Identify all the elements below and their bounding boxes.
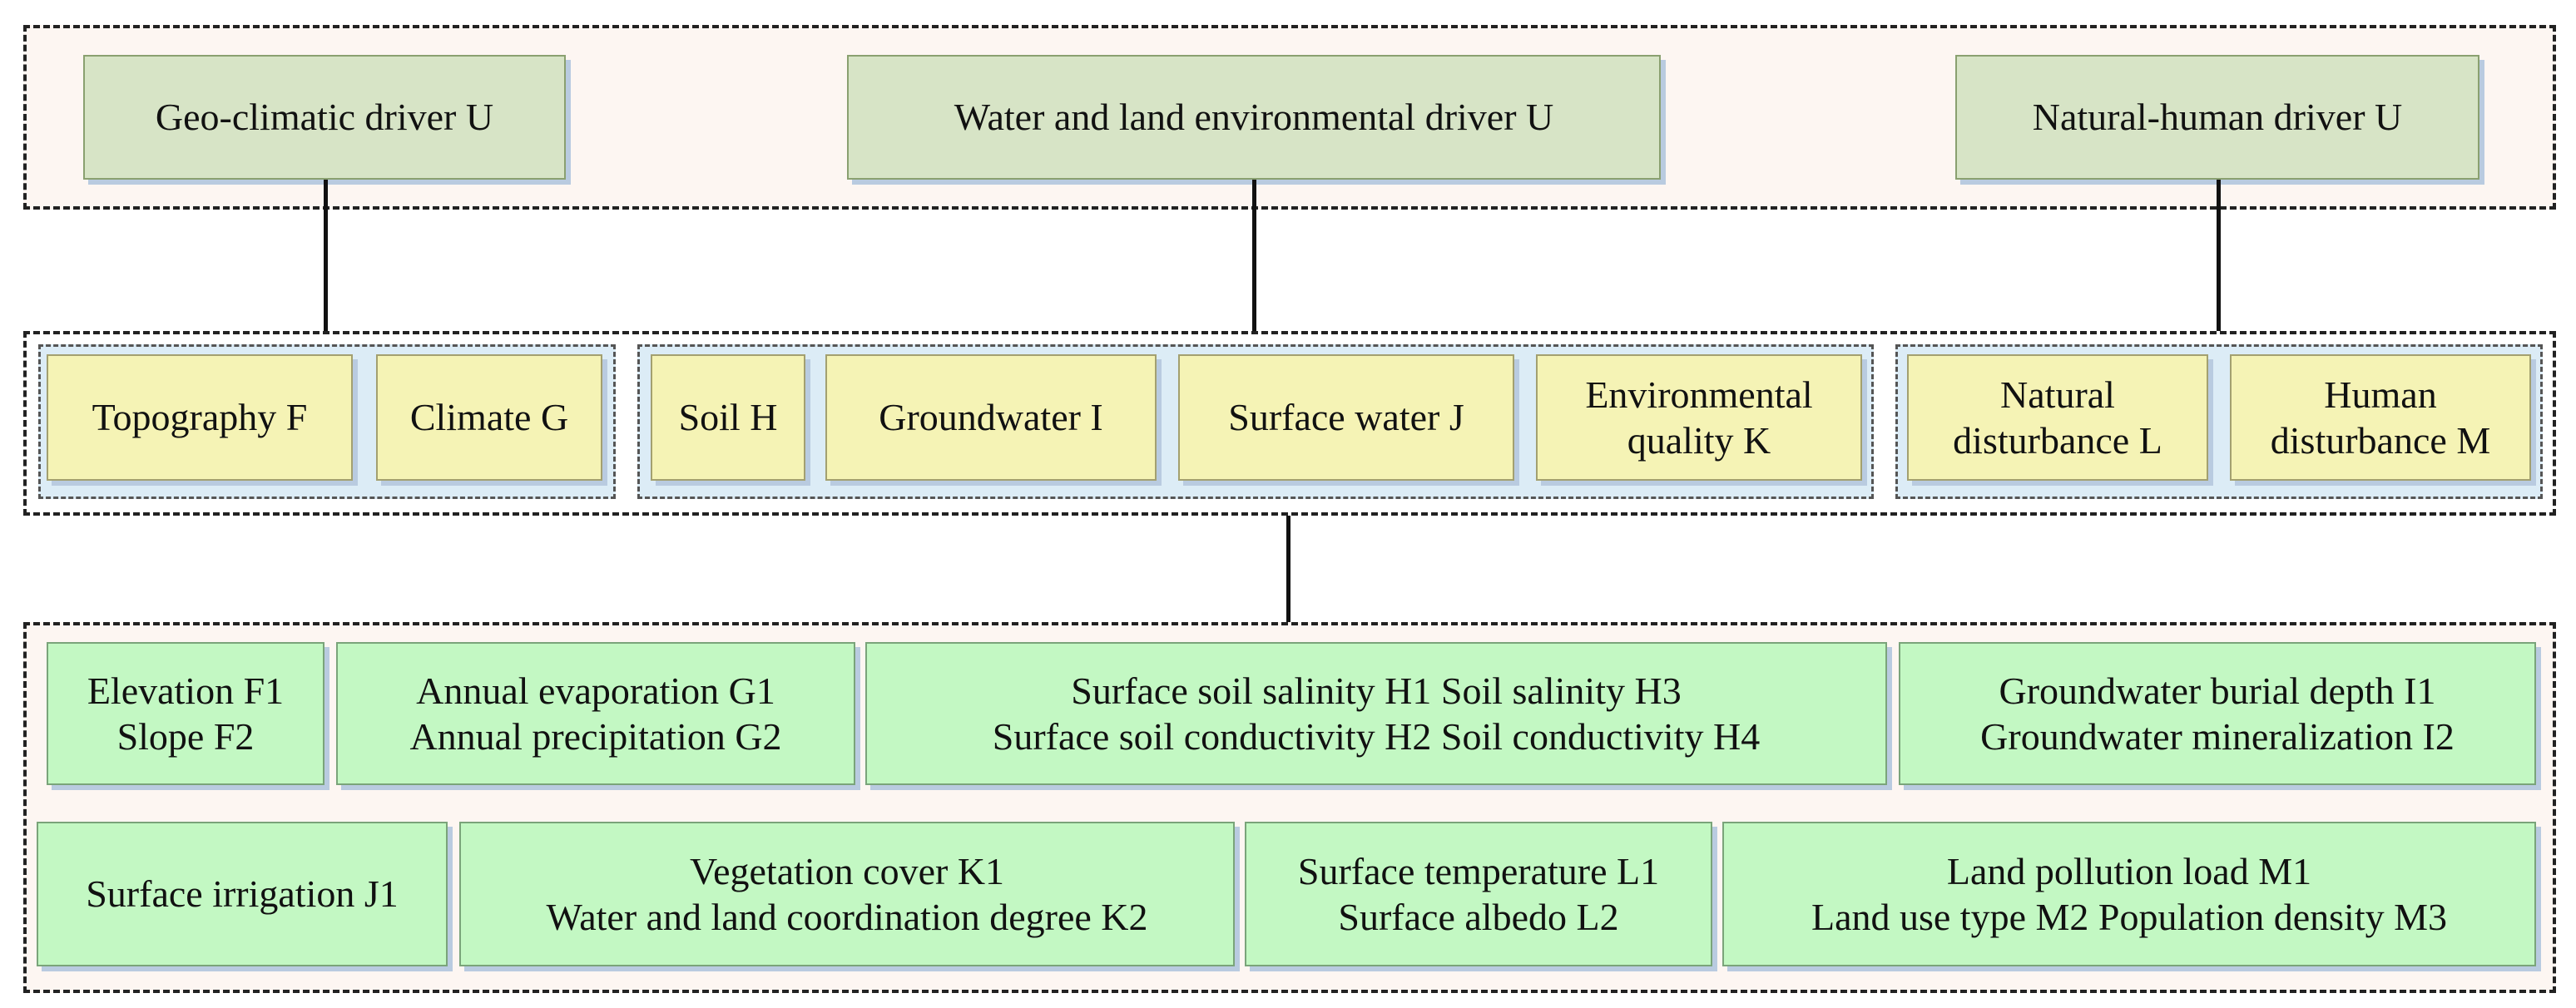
factor-natural-disturbance-line2: disturbance L (1953, 419, 2162, 462)
indicator-climate-line2: Annual precipitation G2 (409, 715, 782, 758)
driver-water-land: Water and land environmental driver U (847, 55, 1661, 180)
driver-geo-climatic-label: Geo-climatic driver U (155, 96, 494, 139)
indicator-natural-disturbance-line2: Surface albedo L2 (1338, 896, 1619, 938)
indicator-natural-disturbance: Surface temperature L1 Surface albedo L2 (1245, 822, 1712, 966)
factor-surface-water-label: Surface water J (1228, 396, 1464, 439)
indicator-climate-line1: Annual evaporation G1 (416, 669, 775, 712)
indicator-topography-line2: Slope F2 (116, 715, 255, 758)
factor-climate-label: Climate G (409, 396, 569, 439)
factor-topography: Topography F (47, 354, 353, 481)
factor-environmental-quality: Environmental quality K (1536, 354, 1862, 481)
indicator-surface-water: Surface irrigation J1 (37, 822, 448, 966)
indicator-environmental-quality-line2: Water and land coordination degree K2 (546, 896, 1148, 938)
indicator-topography: Elevation F1 Slope F2 (47, 642, 324, 785)
driver-natural-human: Natural-human driver U (1955, 55, 2479, 180)
indicator-human-disturbance: Land pollution load M1 Land use type M2 … (1722, 822, 2536, 966)
driver-geo-climatic: Geo-climatic driver U (83, 55, 566, 180)
factor-human-disturbance-line1: Human (2324, 373, 2437, 416)
indicator-groundwater-line2: Groundwater mineralization I2 (1980, 715, 2455, 758)
driver-natural-human-label: Natural-human driver U (2032, 96, 2403, 139)
factor-environmental-quality-line2: quality K (1627, 419, 1771, 462)
indicator-groundwater: Groundwater burial depth I1 Groundwater … (1899, 642, 2536, 785)
driver-water-land-label: Water and land environmental driver U (954, 96, 1554, 139)
factor-natural-disturbance-line1: Natural (2000, 373, 2115, 416)
indicator-environmental-quality: Vegetation cover K1 Water and land coord… (459, 822, 1235, 966)
indicator-surface-water-line1: Surface irrigation J1 (86, 872, 399, 916)
factor-soil-label: Soil H (678, 396, 778, 439)
indicator-climate: Annual evaporation G1 Annual precipitati… (336, 642, 855, 785)
factor-groundwater-label: Groundwater I (879, 396, 1103, 439)
connector-geo-climatic (324, 180, 328, 346)
factor-groundwater: Groundwater I (825, 354, 1157, 481)
indicator-soil-line2: Surface soil conductivity H2 Soil conduc… (992, 715, 1761, 758)
factor-natural-disturbance: Natural disturbance L (1907, 354, 2208, 481)
indicator-human-disturbance-line1: Land pollution load M1 (1946, 849, 2312, 892)
factor-soil: Soil H (651, 354, 805, 481)
factor-human-disturbance-line2: disturbance M (2270, 419, 2491, 462)
connector-natural-human (2217, 180, 2221, 346)
factor-environmental-quality-line1: Environmental (1585, 373, 1813, 416)
indicator-environmental-quality-line1: Vegetation cover K1 (689, 849, 1005, 892)
indicator-human-disturbance-line2: Land use type M2 Population density M3 (1811, 896, 2448, 938)
connector-factors-indicators (1286, 516, 1290, 624)
factor-climate: Climate G (376, 354, 602, 481)
indicator-groundwater-line1: Groundwater burial depth I1 (1999, 669, 2436, 712)
connector-water-land (1252, 180, 1256, 346)
factor-topography-label: Topography F (92, 396, 308, 439)
indicator-soil: Surface soil salinity H1 Soil salinity H… (865, 642, 1887, 785)
factor-surface-water: Surface water J (1178, 354, 1514, 481)
indicator-soil-line1: Surface soil salinity H1 Soil salinity H… (1071, 669, 1682, 712)
factor-human-disturbance: Human disturbance M (2230, 354, 2531, 481)
indicator-topography-line1: Elevation F1 (87, 669, 285, 712)
indicator-natural-disturbance-line1: Surface temperature L1 (1297, 849, 1660, 892)
